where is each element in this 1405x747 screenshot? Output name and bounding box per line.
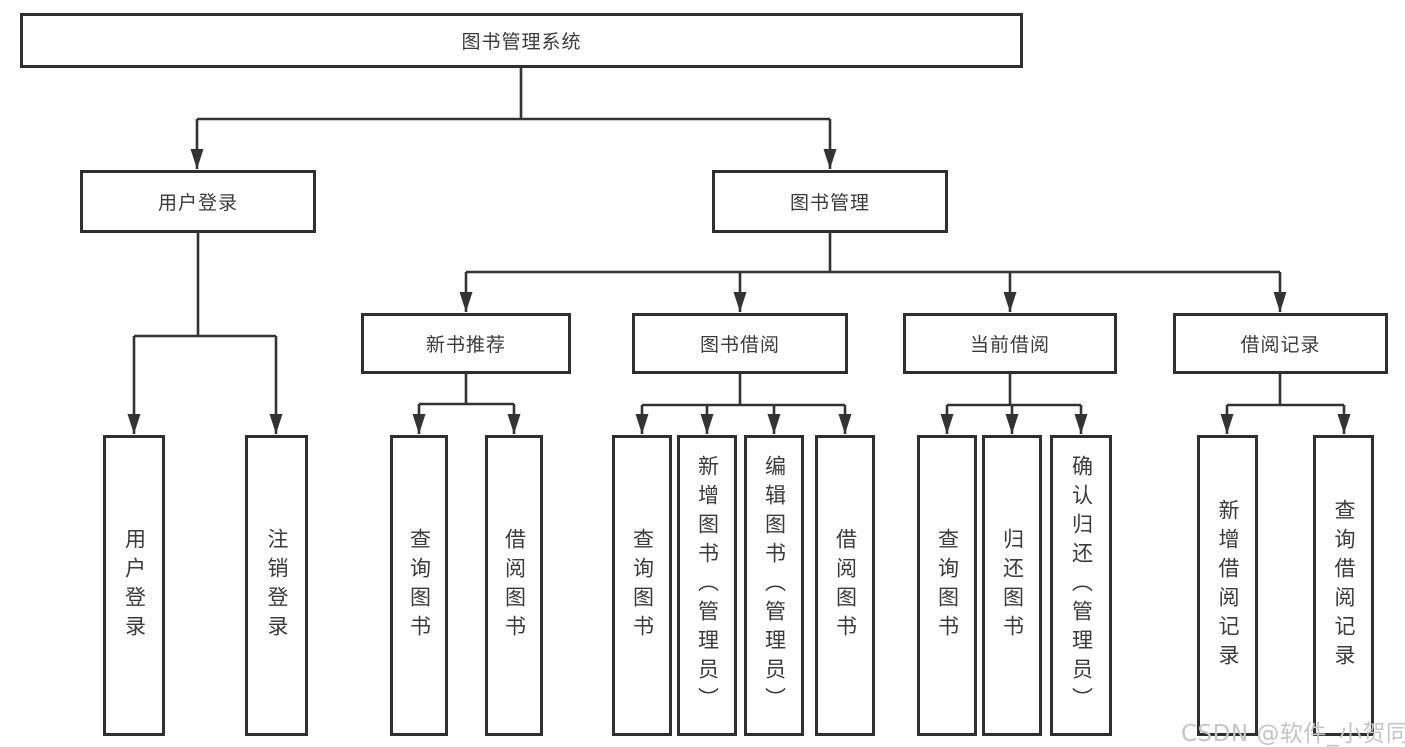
node-new-book-recommend: 新书推荐 bbox=[361, 313, 571, 374]
connector-root-to-level2 bbox=[190, 68, 837, 169]
leaf-borrow-books-recommend: 借阅图书 bbox=[485, 435, 543, 736]
leaf-logout: 注销登录 bbox=[245, 435, 308, 736]
leaf-add-book-admin: 新增图书（管理员） bbox=[677, 435, 737, 736]
leaf-add-borrow-record: 新增借阅记录 bbox=[1197, 435, 1258, 736]
leaf-query-borrow-record: 查询借阅记录 bbox=[1313, 435, 1374, 736]
leaf-label: 归还图书 bbox=[1000, 527, 1025, 644]
leaf-borrow-books: 借阅图书 bbox=[815, 435, 875, 736]
leaf-label: 查询借阅记录 bbox=[1332, 498, 1356, 673]
node-book-borrow: 图书借阅 bbox=[632, 313, 848, 374]
leaf-query-books-borrow: 查询图书 bbox=[612, 435, 672, 736]
node-library-management-system: 图书管理系统 bbox=[20, 13, 1023, 68]
leaf-label: 借阅图书 bbox=[833, 527, 858, 644]
leaf-query-books-recommend: 查询图书 bbox=[390, 435, 448, 736]
node-label: 图书管理系统 bbox=[461, 31, 582, 53]
csdn-watermark: CSDN @软件_小贺同学 bbox=[1181, 721, 1405, 747]
node-book-management: 图书管理 bbox=[712, 170, 948, 233]
connector-borrow-records-to-leaves bbox=[1220, 374, 1351, 434]
connector-current-borrow-to-leaves bbox=[940, 374, 1088, 434]
leaf-label: 借阅图书 bbox=[502, 527, 527, 644]
leaf-return-books: 归还图书 bbox=[982, 435, 1042, 736]
node-label: 用户登录 bbox=[157, 192, 238, 214]
node-label: 当前借阅 bbox=[969, 334, 1050, 356]
leaf-query-books-current: 查询图书 bbox=[917, 435, 977, 736]
leaf-label: 确认归还（管理员） bbox=[1069, 455, 1094, 716]
leaf-label: 新增图书（管理员） bbox=[695, 455, 720, 716]
connector-user-login-to-leaves bbox=[127, 233, 283, 434]
leaf-label: 用户登录 bbox=[122, 527, 147, 644]
leaf-label: 编辑图书（管理员） bbox=[762, 455, 787, 716]
node-borrow-records: 借阅记录 bbox=[1173, 313, 1388, 374]
node-user-login: 用户登录 bbox=[80, 170, 316, 233]
leaf-label: 新增借阅记录 bbox=[1216, 498, 1240, 673]
leaf-label: 查询图书 bbox=[630, 527, 655, 644]
leaf-confirm-return-admin: 确认归还（管理员） bbox=[1050, 435, 1112, 736]
leaf-label: 注销登录 bbox=[265, 527, 289, 644]
connector-book-management-to-level3 bbox=[459, 233, 1287, 312]
leaf-label: 查询图书 bbox=[407, 527, 432, 644]
node-label: 图书管理 bbox=[789, 192, 870, 214]
node-label: 新书推荐 bbox=[425, 334, 506, 356]
connector-book-borrow-to-leaves bbox=[635, 374, 852, 434]
leaf-user-login: 用户登录 bbox=[103, 435, 165, 736]
node-current-borrow: 当前借阅 bbox=[903, 313, 1117, 374]
node-label: 图书借阅 bbox=[699, 334, 780, 356]
connector-new-book-recommend-to-leaves bbox=[412, 374, 521, 434]
leaf-label: 查询图书 bbox=[935, 527, 960, 644]
leaf-edit-book-admin: 编辑图书（管理员） bbox=[744, 435, 804, 736]
node-label: 借阅记录 bbox=[1240, 334, 1321, 356]
